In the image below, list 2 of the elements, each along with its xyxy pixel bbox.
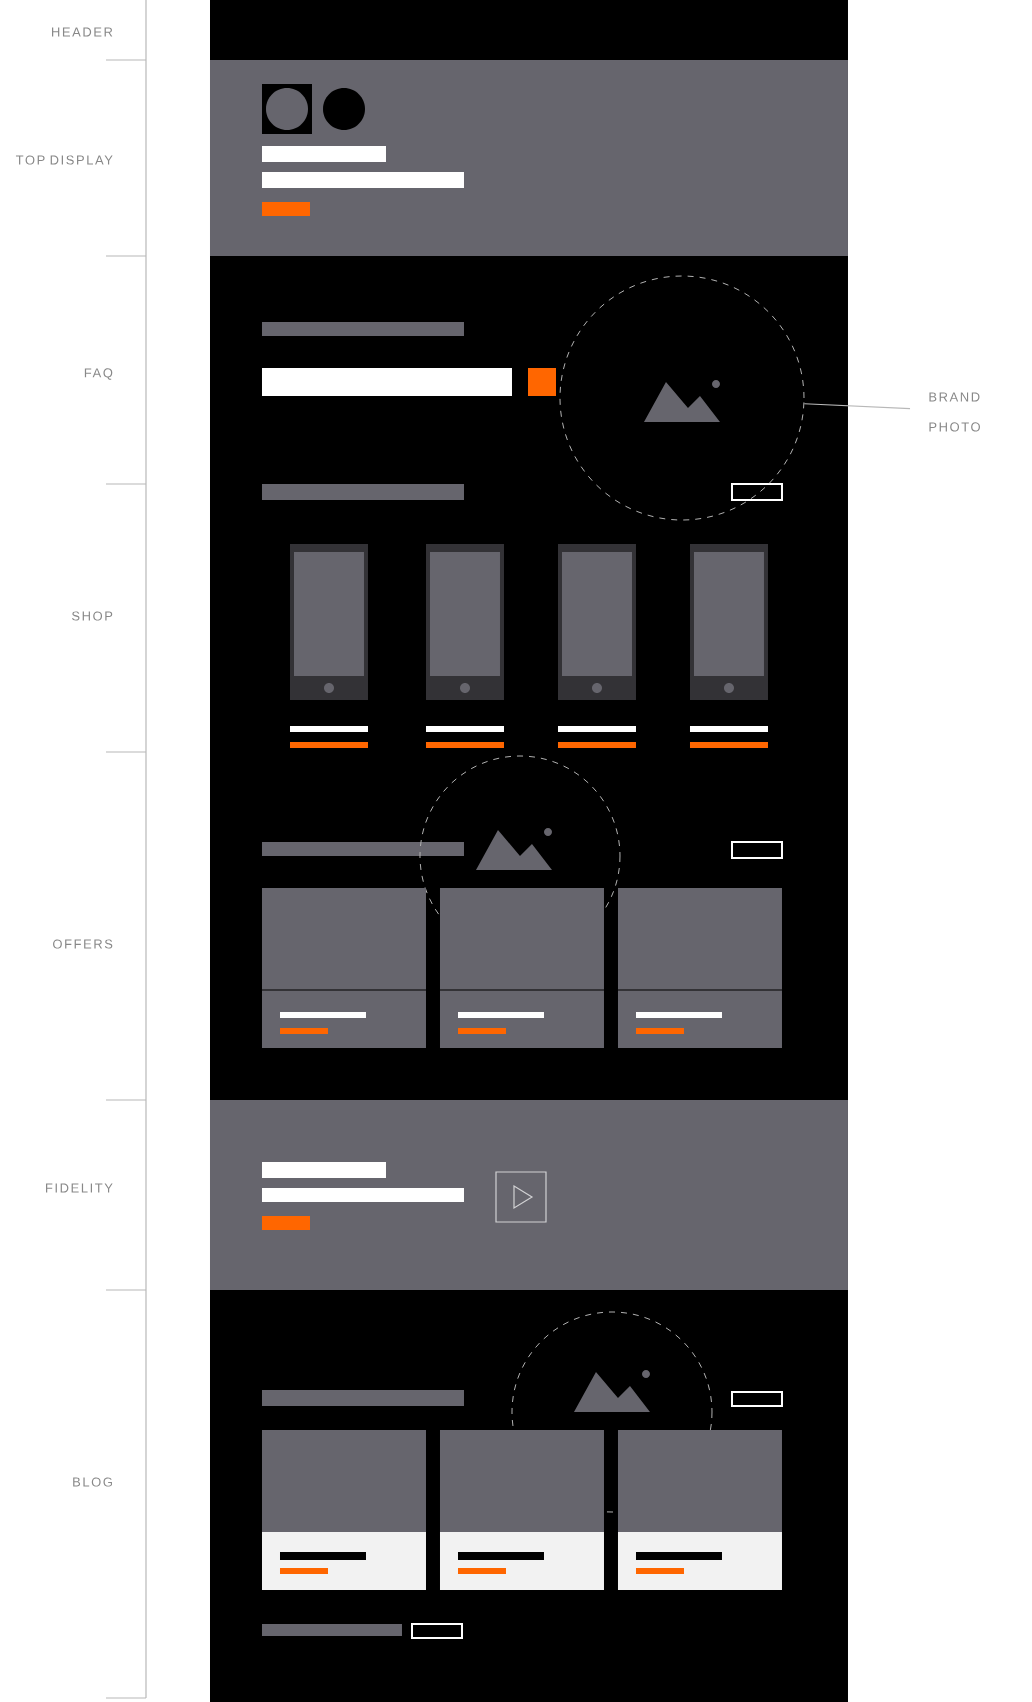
picture-placeholder (559, 275, 805, 521)
leader-line (803, 403, 911, 410)
